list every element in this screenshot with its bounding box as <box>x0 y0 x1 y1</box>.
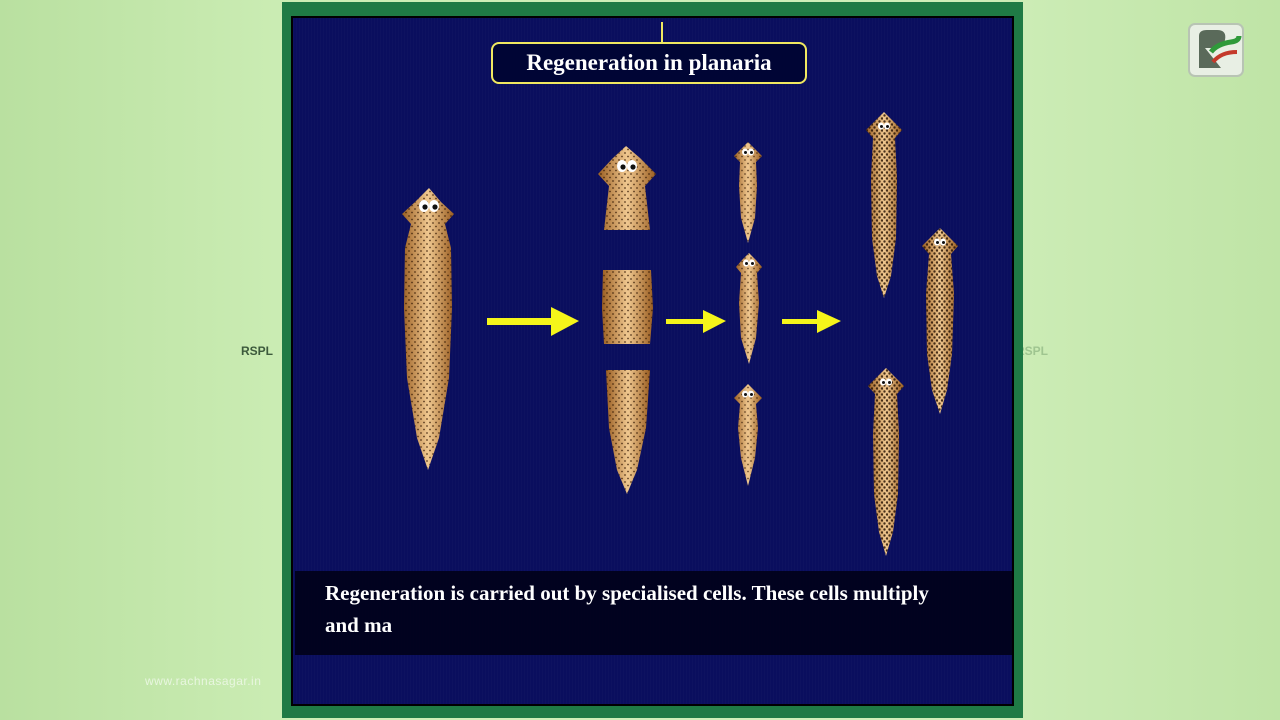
regenerating-planaria-1 <box>734 142 762 243</box>
watermark-right: RSPL <box>1016 344 1049 358</box>
planaria-middle-piece <box>602 270 653 344</box>
regenerating-planaria-3 <box>734 384 762 486</box>
arrow-regenerate <box>666 310 726 333</box>
title-connector <box>661 22 663 42</box>
arrow-grow <box>782 310 841 333</box>
caption-line-2: and ma <box>325 613 393 637</box>
planaria-head-piece <box>598 146 656 230</box>
planaria-whole <box>402 188 454 470</box>
planaria-diagram <box>402 112 958 556</box>
stage-frame: Regeneration in planaria <box>282 2 1023 718</box>
grown-planaria-3 <box>868 368 904 556</box>
arrow-cut <box>487 307 579 336</box>
publisher-logo-icon <box>1188 23 1244 77</box>
diagram-stage: Regeneration in planaria <box>291 16 1014 706</box>
planaria-tail-piece <box>606 370 650 494</box>
caption-bar: Regeneration is carried out by specialis… <box>295 571 1012 655</box>
regenerating-planaria-2 <box>736 253 762 364</box>
caption-line-1: Regeneration is carried out by specialis… <box>325 581 929 605</box>
watermark-left: RSPL <box>241 344 274 358</box>
grown-planaria-2 <box>922 228 958 414</box>
diagram-title: Regeneration in planaria <box>491 42 807 84</box>
watermark-url: www.rachnasagar.in <box>145 674 262 688</box>
grown-planaria-1 <box>866 112 902 298</box>
